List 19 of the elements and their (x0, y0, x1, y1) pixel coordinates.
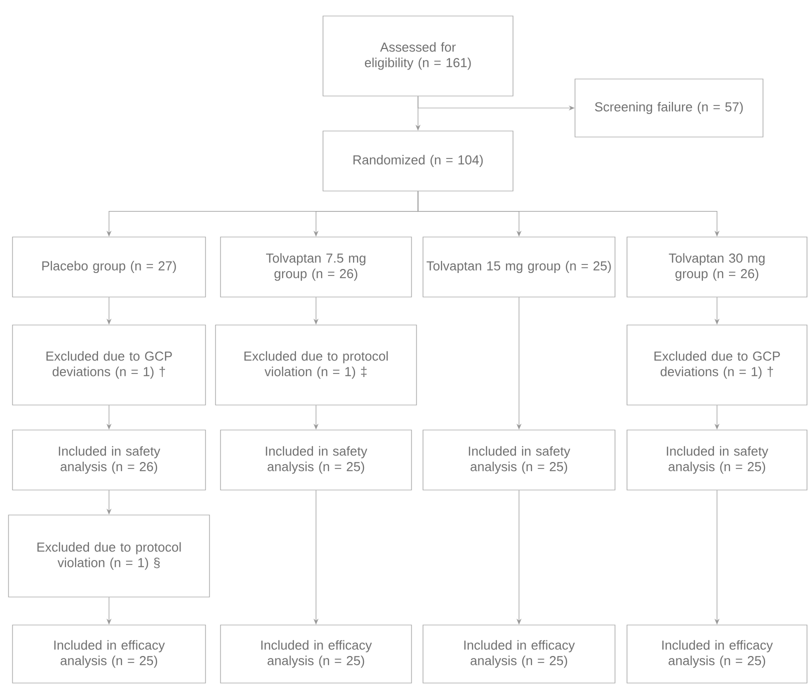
process-box: Randomized (n = 104) (322, 130, 514, 192)
flow-box: Included in safety analysis (n = 25) (626, 430, 808, 490)
flow-box: Included in efficacy analysis (n = 25) (220, 624, 412, 684)
flow-box: Tolvaptan 30 mg group (n = 26) (626, 236, 808, 298)
flow-box: Included in efficacy analysis (n = 25) (12, 624, 206, 684)
process-box: Assessed for eligibility (n = 161) (322, 16, 514, 96)
flow-box: Tolvaptan 7.5 mg group (n = 26) (220, 236, 412, 298)
exclusion-box: Screening failure (n = 57) (574, 78, 764, 138)
flow-box: Included in safety analysis (n = 25) (220, 430, 412, 490)
flow-box: Placebo group (n = 27) (12, 236, 206, 298)
flow-box: Included in safety analysis (n = 25) (422, 430, 616, 490)
flow-box: Included in efficacy analysis (n = 25) (422, 624, 616, 684)
flow-box: Excluded due to protocol violation (n = 1) ‡ (215, 324, 417, 406)
flow-box: Included in safety analysis (n = 26) (12, 430, 206, 490)
flow-box: Tolvaptan 15 mg group (n = 25) (422, 236, 616, 298)
flow-box: Excluded due to GCP deviations (n = 1) † (626, 324, 808, 406)
flow-box: Included in efficacy analysis (n = 25) (626, 624, 808, 684)
flow-box: Excluded due to GCP deviations (n = 1) † (12, 324, 206, 406)
flow-box: Excluded due to protocol violation (n = 1) § (8, 514, 210, 598)
